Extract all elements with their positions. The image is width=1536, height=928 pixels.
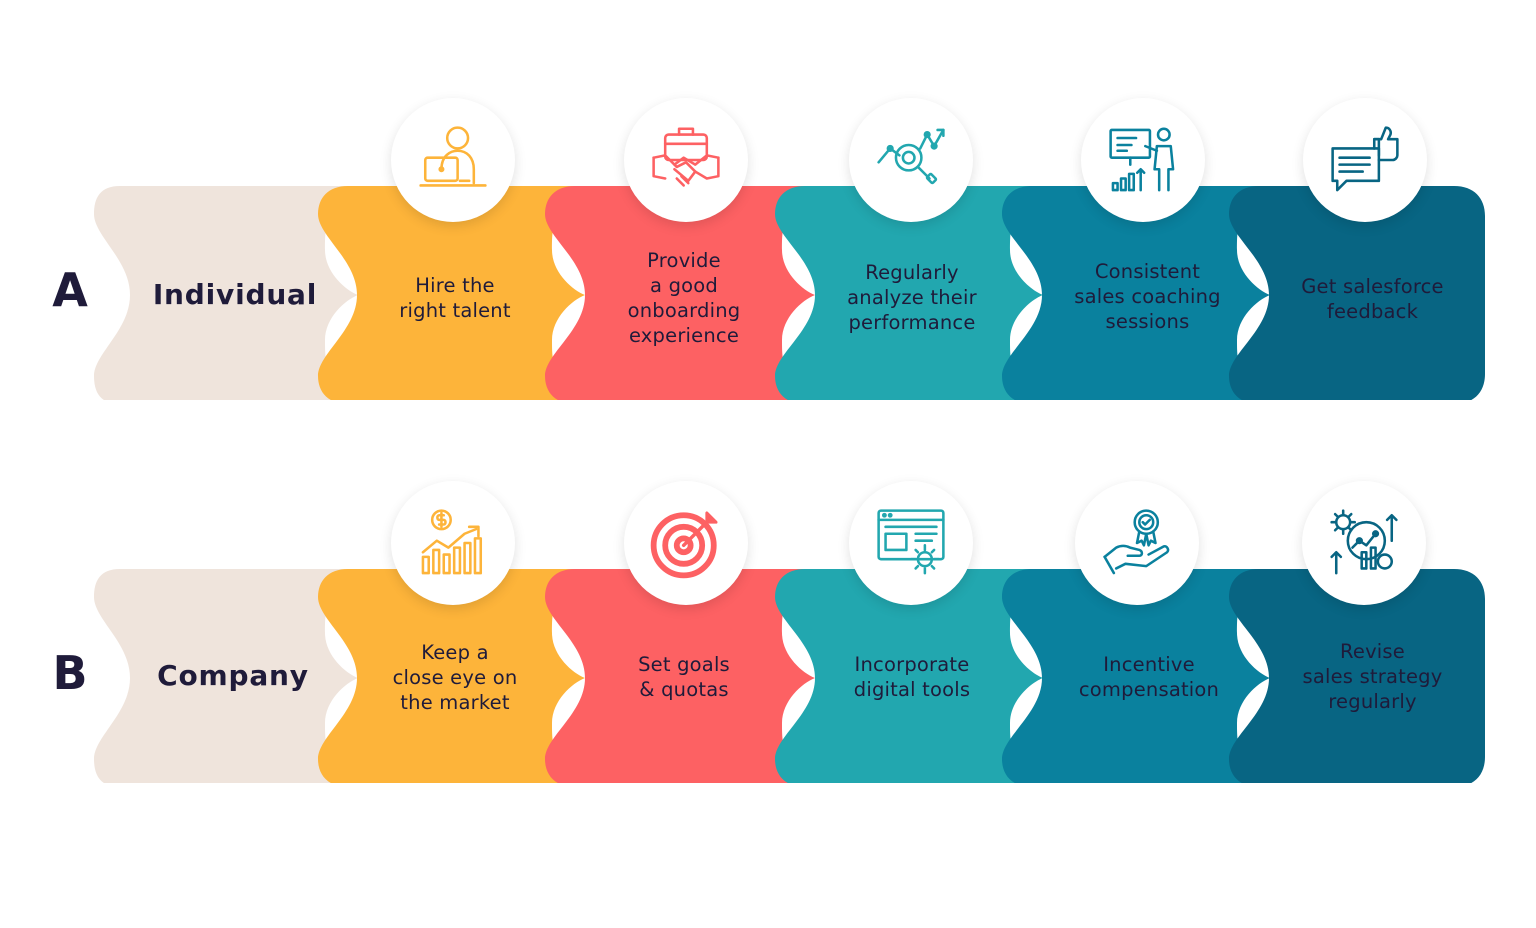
- segment-title-block: [94, 186, 358, 400]
- icon-circle: [1075, 481, 1199, 605]
- row-shapes: [94, 569, 1485, 783]
- icon-circle: [849, 481, 973, 605]
- segment-step-2: [545, 186, 815, 400]
- step-label: Set goals & quotas: [638, 653, 730, 701]
- segment-step-1: [318, 186, 585, 400]
- step-label: Hire the right talent: [399, 274, 511, 322]
- segment-step-4: [1002, 186, 1270, 400]
- market-growth-chart-icon: [421, 509, 483, 575]
- icon-circle: [624, 98, 748, 222]
- step-label: Incentive compensation: [1078, 653, 1220, 701]
- handshake-briefcase-icon: [652, 127, 720, 187]
- row-company: B Company Keep a close eye on the market…: [0, 481, 1536, 783]
- segment-step-5: [1229, 569, 1485, 783]
- segment-step-3: [775, 569, 1043, 783]
- icon-circle: [391, 481, 515, 605]
- presentation-coach-icon: [1109, 127, 1175, 192]
- row-individual: A Individual Hire the right talent Provi…: [0, 98, 1536, 400]
- row-letter: A: [52, 263, 88, 317]
- icon-circle: [1303, 98, 1427, 222]
- icon-circle: [624, 481, 748, 605]
- step-label: Consistent sales coaching sessions: [1074, 260, 1221, 333]
- row-title: Individual: [152, 278, 318, 311]
- segment-step-1: [318, 569, 585, 783]
- digital-tools-gear-icon: [877, 509, 945, 575]
- segment-title-block: [94, 569, 358, 783]
- icon-circle: [849, 98, 973, 222]
- icon-circle: [391, 98, 515, 222]
- row-letter: B: [52, 646, 88, 700]
- hand-award-icon: [1103, 509, 1170, 575]
- icon-circle: [1302, 481, 1426, 605]
- segment-step-3: [775, 186, 1043, 400]
- step-label: Incorporate digital tools: [853, 653, 971, 701]
- strategy-gears-chart-icon: [1330, 509, 1398, 575]
- segment-step-2: [545, 569, 815, 783]
- step-label: Regularly analyze their performance: [847, 261, 977, 334]
- feedback-thumbs-up-icon: [1331, 126, 1399, 192]
- employee-laptop-icon: [419, 126, 487, 187]
- segment-step-4: [1002, 569, 1270, 783]
- row-title: Company: [157, 659, 309, 692]
- step-label: Revise sales strategy regularly: [1302, 640, 1443, 713]
- segment-step-5: [1229, 186, 1485, 400]
- analytics-magnifier-icon: [877, 128, 945, 185]
- icon-circle: [1081, 98, 1205, 222]
- step-label: Get salesforce feedback: [1301, 275, 1444, 323]
- step-label: Provide a good onboarding experience: [627, 249, 741, 347]
- row-shapes: [94, 186, 1485, 400]
- target-arrow-icon: [650, 511, 718, 579]
- step-label: Keep a close eye on the market: [392, 641, 518, 714]
